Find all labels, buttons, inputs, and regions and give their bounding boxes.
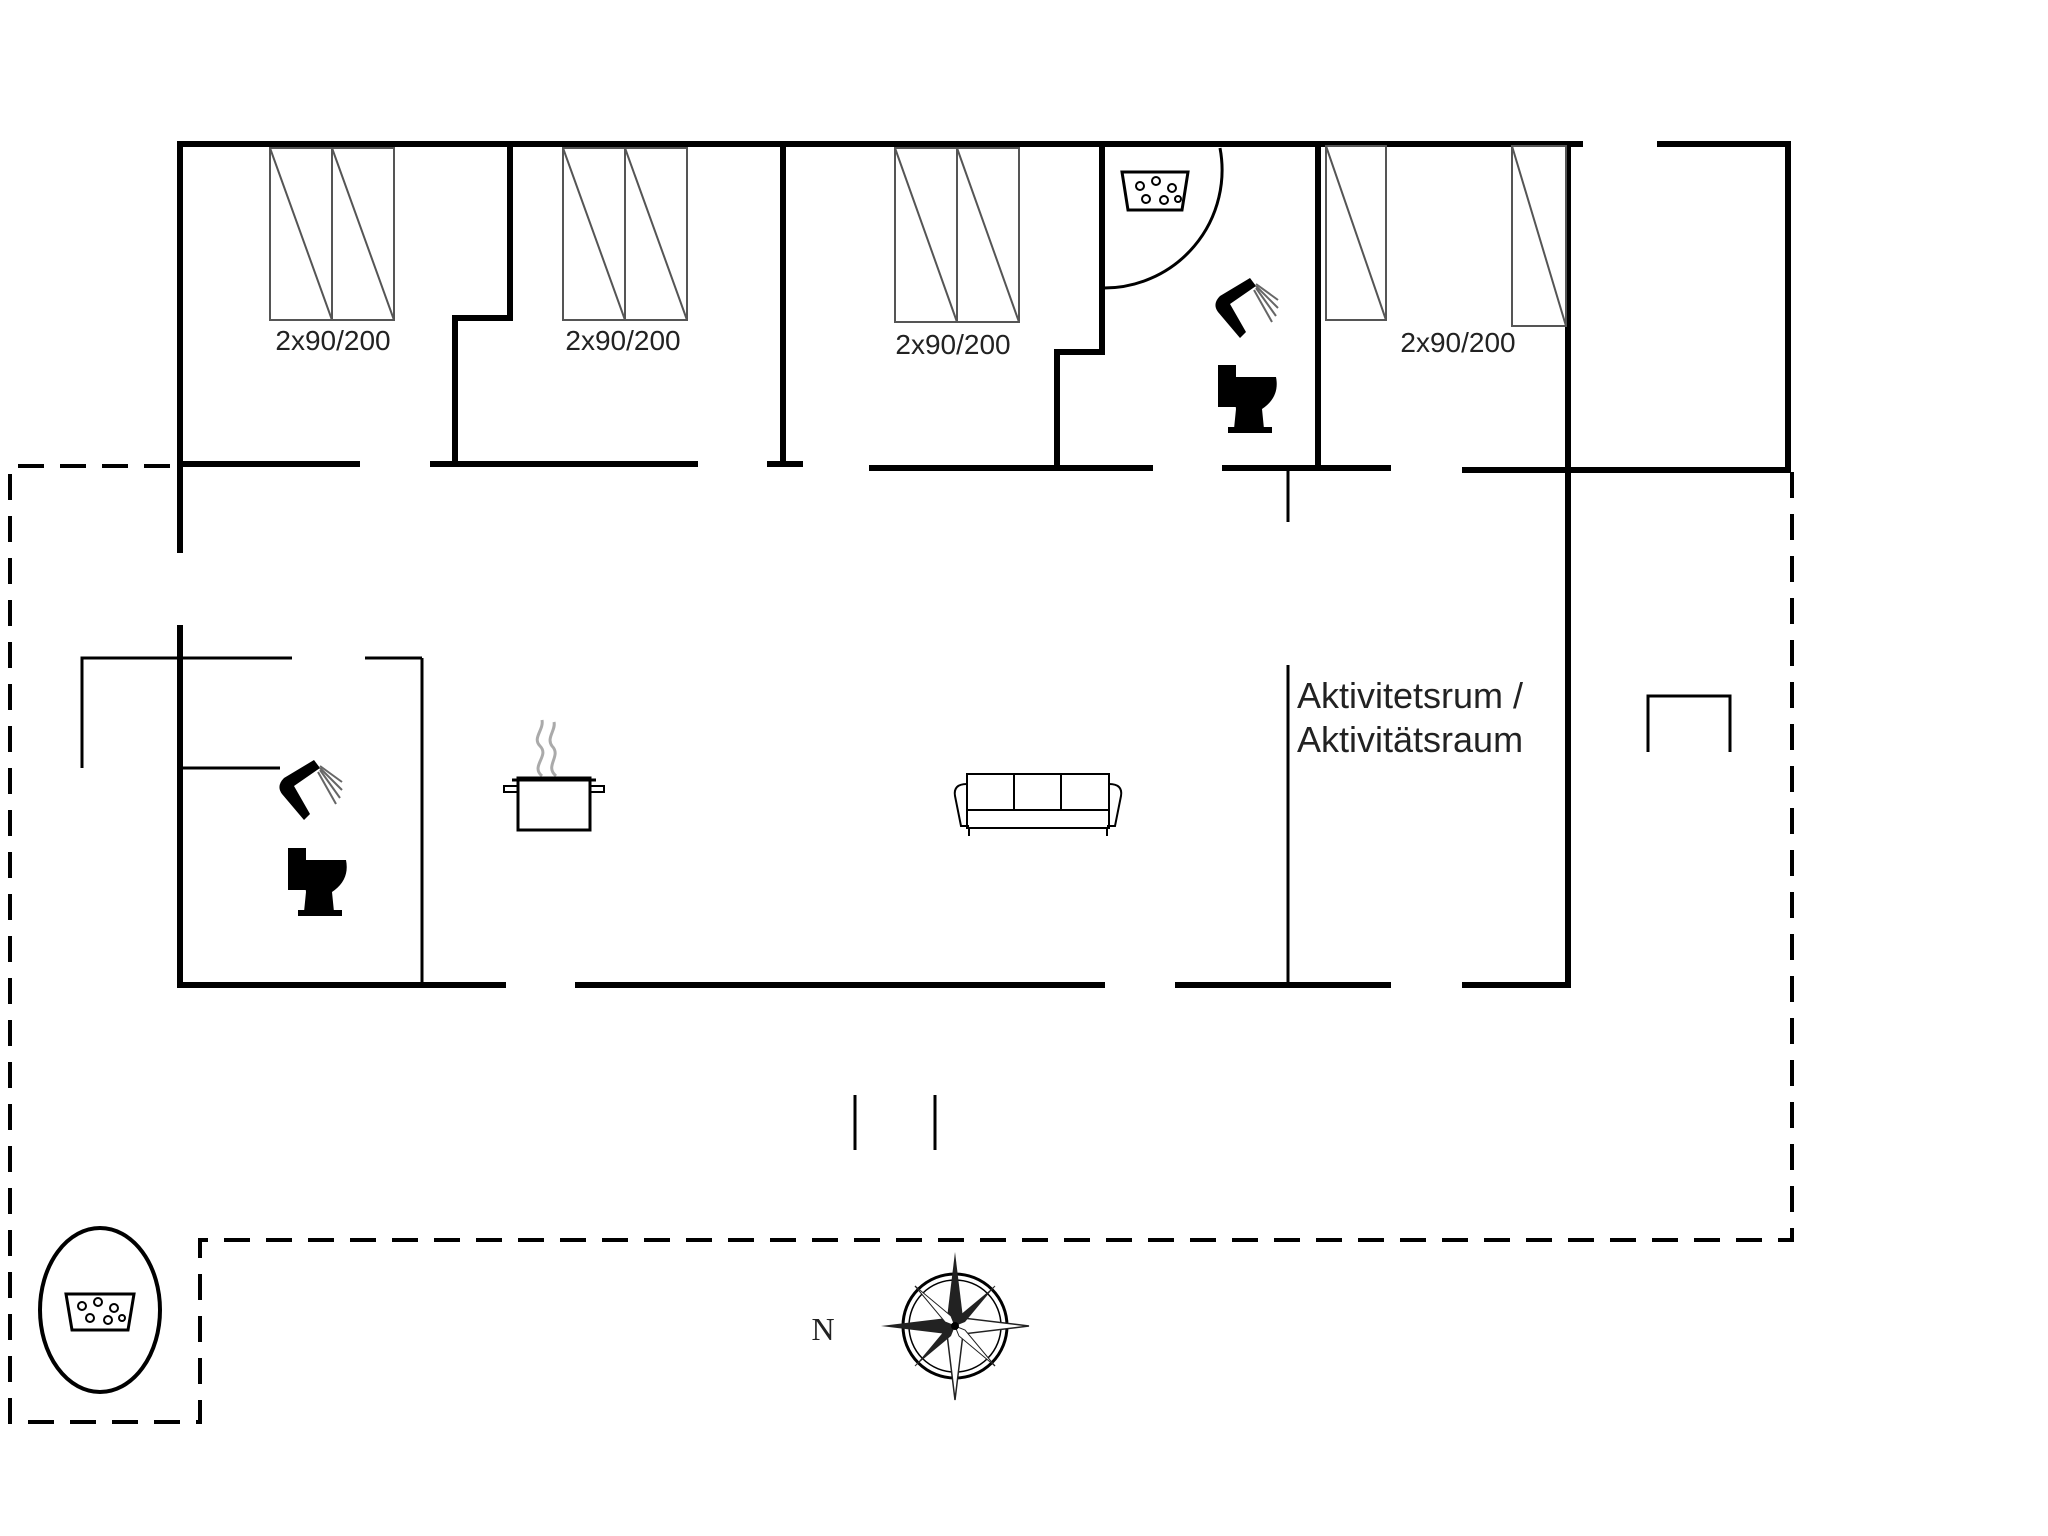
compass-rose-icon (881, 1252, 1030, 1401)
cooking-pot-icon (503, 719, 605, 832)
beds (269, 145, 1567, 327)
toilet-icon (1218, 365, 1277, 433)
bed-label: 2x90/200 (565, 325, 680, 356)
terrace-outline (8, 464, 1794, 1424)
bed-icon (1325, 145, 1567, 327)
shower-icon (279, 760, 343, 820)
walls (80, 141, 1791, 1150)
room-label: Aktivitetsrum / (1297, 675, 1523, 716)
room-label: Aktivitätsraum (1297, 719, 1523, 760)
bed-label: 2x90/200 (895, 329, 1010, 360)
bed-icon (894, 147, 1020, 323)
bed-label: 2x90/200 (275, 325, 390, 356)
door-swing (1101, 147, 1224, 290)
bed-icon (562, 147, 688, 321)
shower-icon (1215, 278, 1279, 338)
toilet-icon (288, 848, 347, 916)
bed-label: 2x90/200 (1400, 327, 1515, 358)
hot-tub-icon (38, 1226, 162, 1394)
hot-tub-icon (1120, 170, 1190, 212)
compass-north-label: N (811, 1311, 834, 1347)
sofa-icon (953, 773, 1123, 836)
bed-icon (269, 147, 395, 321)
